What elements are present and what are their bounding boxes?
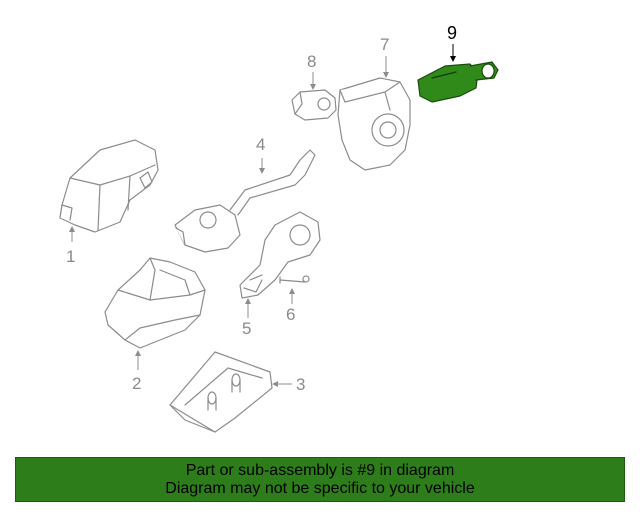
callout-3: 3 [296, 375, 306, 394]
callout-9[interactable]: 9 [447, 23, 458, 43]
part-info-banner: Part or sub-assembly is #9 in diagram Di… [15, 457, 625, 502]
part-3-base-plate [169, 351, 273, 433]
part-8-ignition-switch [291, 89, 337, 121]
callout-4: 4 [256, 135, 266, 154]
part-9-lock-cylinder[interactable] [417, 61, 499, 103]
part-1-upper-shroud [59, 139, 159, 233]
part-5-combination-switch [239, 211, 321, 299]
callout-7: 7 [380, 35, 390, 54]
callout-8: 8 [307, 52, 317, 71]
part-7-lock-housing [337, 77, 411, 171]
part-2-lower-shroud [104, 257, 206, 349]
banner-line-2: Diagram may not be specific to your vehi… [165, 479, 475, 497]
banner-line-1: Part or sub-assembly is #9 in diagram [185, 461, 455, 479]
part-4-multifunction-switch [174, 149, 316, 253]
callout-1: 1 [66, 247, 76, 266]
parts-diagram [59, 44, 499, 433]
callout-2: 2 [132, 374, 142, 393]
part-6-screw [279, 275, 310, 284]
callout-5: 5 [242, 319, 252, 338]
callout-6: 6 [286, 305, 296, 324]
